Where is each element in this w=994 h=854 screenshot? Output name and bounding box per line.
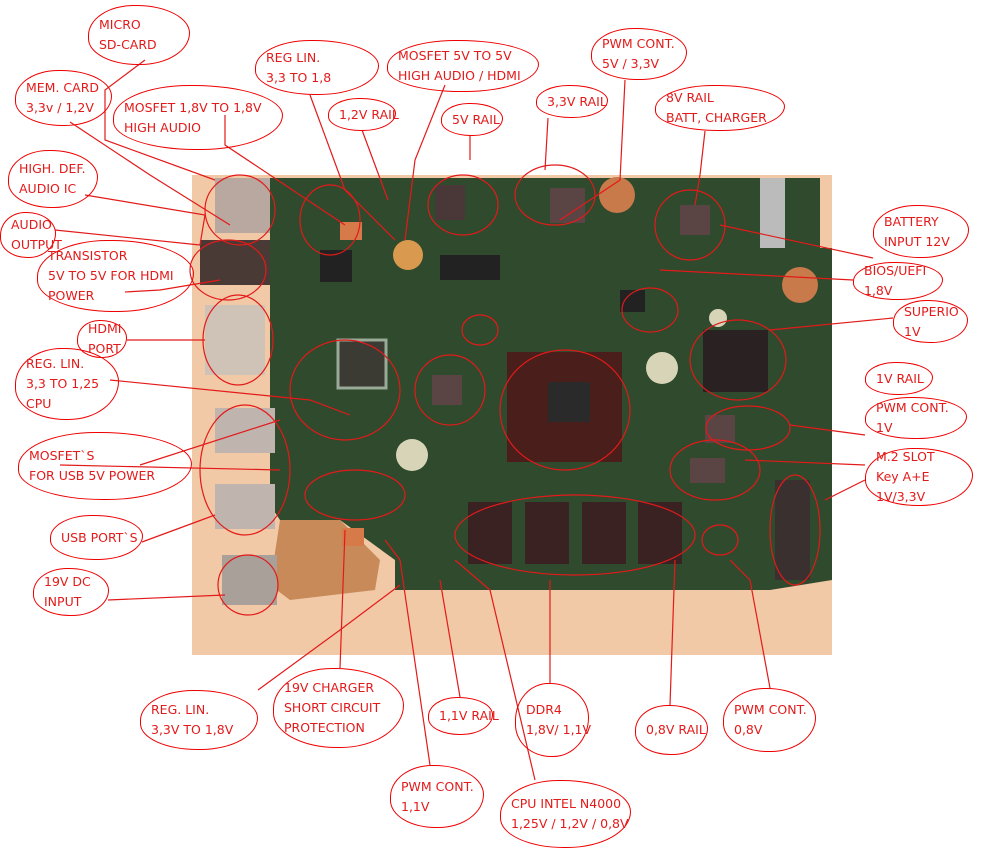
label-line: 5V RAIL (452, 111, 500, 127)
label-line: 0,8V (734, 722, 763, 737)
label-line: 19V DC (44, 574, 91, 589)
label-line: CPU INTEL N4000 (511, 796, 622, 811)
label-line: REG. LIN. (151, 702, 210, 717)
label-line: HIGH. DEF. (19, 161, 86, 176)
label-line: 1V (904, 323, 921, 339)
label-audio-output: AUDIO OUTPUT (0, 212, 62, 258)
label-line: 19V CHARGER (284, 680, 375, 695)
label-mosfet-1-8v: MOSFET 1,8V TO 1,8V HIGH AUDIO (113, 85, 283, 150)
label-line: PWM CONT. (876, 400, 949, 415)
label-rail-1-2v: 1,2V RAIL (328, 98, 399, 131)
label-hd-audio-ic: HIGH. DEF. AUDIO IC (8, 150, 98, 208)
label-line: PORT (88, 341, 121, 356)
label-line: 5V / 3,3V (602, 56, 660, 71)
label-reg-lin-3-3-to-1-8: REG LIN. 3,3 TO 1,8 (255, 40, 379, 95)
label-line: 1,8V (864, 283, 893, 298)
label-superio: SUPERIO 1V (893, 300, 968, 343)
label-charger-protection: 19V CHARGER SHORT CIRCUIT PROTECTION (273, 668, 404, 748)
label-line: 5V TO 5V FOR HDMI (48, 268, 174, 283)
label-line: 3,3V RAIL (547, 93, 607, 109)
label-cpu: CPU INTEL N4000 1,25V / 1,2V / 0,8V (500, 780, 631, 848)
label-line: Key A+E (876, 469, 930, 484)
label-line: 0,8V RAIL (646, 722, 706, 737)
label-line: 3,3V TO 1,8V (151, 722, 234, 737)
label-micro-sd-card: MICRO SD-CARD (88, 5, 190, 65)
label-line: PWM CONT. (602, 36, 675, 51)
label-rail-5v: 5V RAIL (441, 103, 503, 136)
label-line: 1,1V RAIL (439, 708, 499, 723)
label-line: REG. LIN. (26, 356, 85, 371)
label-line: HIGH AUDIO / HDMI (398, 68, 521, 83)
label-line: PWM CONT. (401, 778, 474, 794)
label-line: FOR USB 5V POWER (29, 468, 156, 483)
label-line: INPUT (44, 594, 82, 609)
label-rail-1-1v: 1,1V RAIL (428, 697, 499, 735)
label-line: MOSFET 5V TO 5V (398, 48, 512, 63)
label-rail-3-3v: 3,3V RAIL (536, 85, 608, 118)
label-line: MEM. CARD (26, 80, 100, 95)
label-line: 1V RAIL (876, 370, 924, 386)
label-line: 1V/3,3V (876, 489, 926, 504)
label-usb-ports: USB PORT`S (50, 515, 143, 560)
label-line: 1,8V/ 1,1V (526, 722, 592, 737)
label-line: REG LIN. (266, 49, 321, 65)
label-line: 1,25V / 1,2V / 0,8V (511, 816, 629, 831)
label-line: BATT, CHARGER (666, 110, 767, 125)
label-line: 8V RAIL (666, 90, 714, 105)
label-line: SHORT CIRCUIT (284, 700, 381, 715)
label-pwm-1v: PWM CONT. 1V (865, 397, 967, 439)
label-line: USB PORT`S (61, 529, 138, 545)
label-line: PWM CONT. (734, 702, 807, 717)
label-line: AUDIO (11, 217, 52, 232)
label-pwm-0-8v: PWM CONT. 0,8V (723, 688, 816, 752)
label-reg-lin-3-3v-1-8v: REG. LIN. 3,3V TO 1,8V (140, 690, 258, 750)
label-line: AUDIO IC (19, 181, 77, 196)
label-rail-0-8v: 0,8V RAIL (635, 705, 708, 755)
label-line: OUTPUT (11, 237, 62, 252)
label-line: BIOS/UEFI (864, 263, 927, 278)
label-line: HDMI (88, 321, 122, 336)
label-line: MOSFET`S (29, 448, 95, 463)
label-line: CPU (26, 396, 52, 411)
label-transistor-hdmi: TRANSISTOR 5V TO 5V FOR HDMI POWER (37, 240, 194, 312)
label-line: INPUT 12V (884, 233, 950, 249)
label-rail-1v: 1V RAIL (865, 362, 933, 395)
label-mosfets-usb: MOSFET`S FOR USB 5V POWER (18, 432, 192, 500)
label-line: TRANSISTOR (48, 248, 128, 263)
label-mem-card: MEM. CARD 3,3v / 1,2V (15, 70, 112, 126)
label-line: SD-CARD (99, 37, 157, 52)
label-dc-input: 19V DC INPUT (33, 568, 109, 616)
label-battery-input: BATTERY INPUT 12V (873, 205, 969, 258)
label-pwm-1-1v: PWM CONT. 1,1V (390, 765, 484, 828)
label-line: BATTERY (884, 213, 939, 229)
label-line: 1,2V RAIL (339, 106, 399, 122)
label-line: PROTECTION (284, 720, 365, 735)
label-line: 1,1V (401, 798, 430, 814)
label-mosfet-5v: MOSFET 5V TO 5V HIGH AUDIO / HDMI (387, 40, 539, 92)
label-bios-uefi: BIOS/UEFI 1,8V (853, 262, 943, 300)
label-line: 3,3v / 1,2V (26, 100, 94, 115)
label-rail-8v: 8V RAIL BATT, CHARGER (655, 85, 785, 131)
label-line: 3,3 TO 1,8 (266, 69, 332, 85)
label-line: MOSFET 1,8V TO 1,8V (124, 99, 262, 115)
label-line: POWER (48, 288, 95, 303)
label-pwm-5v-3-3v: PWM CONT. 5V / 3,3V (591, 28, 687, 80)
label-line: M.2 SLOT (876, 449, 935, 464)
label-line: SUPERIO (904, 303, 959, 319)
label-line: 3,3 TO 1,25 (26, 376, 100, 391)
label-line: 1V (876, 420, 893, 435)
label-m2-slot: M.2 SLOT Key A+E 1V/3,3V (865, 448, 973, 506)
label-line: DDR4 (526, 702, 562, 717)
label-line: HIGH AUDIO (124, 119, 201, 135)
label-line: MICRO (99, 17, 141, 32)
label-ddr4: DDR4 1,8V/ 1,1V (515, 683, 592, 757)
